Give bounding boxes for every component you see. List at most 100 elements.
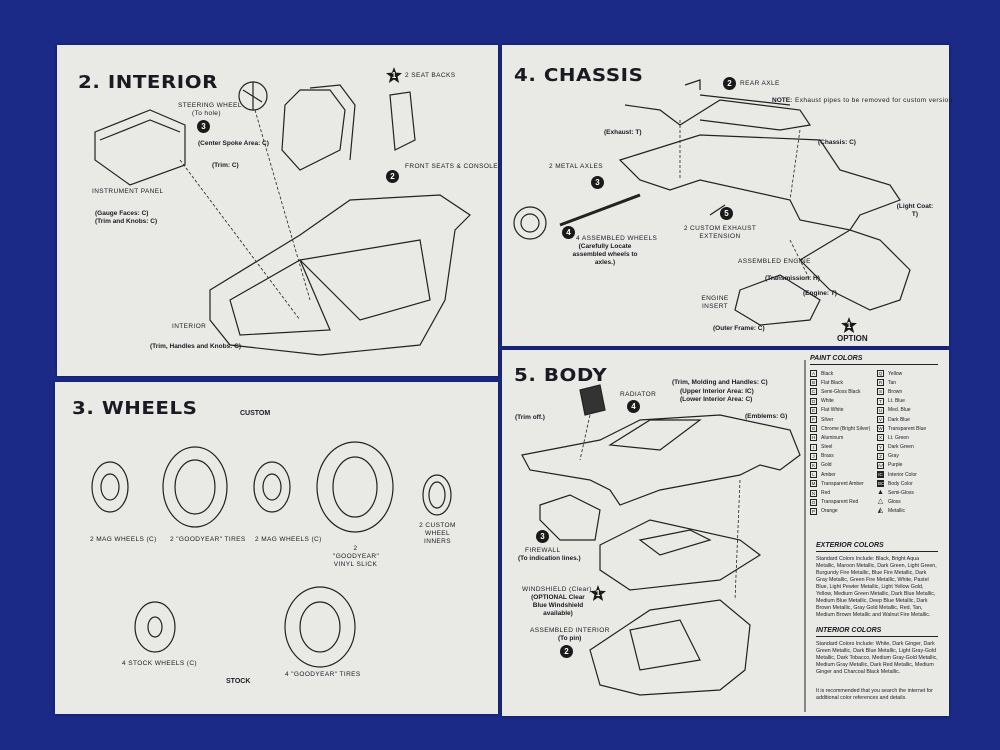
interior-diagram: [94, 81, 471, 356]
paint-code-swatch: △: [877, 497, 884, 505]
mag-wheels-2-label: 2 MAG WHEELS (C): [255, 536, 322, 543]
firewall-label: FIREWALL: [525, 547, 561, 554]
paint-color-item: V Dark Blue: [877, 415, 938, 424]
paint-color-name: Gloss: [888, 499, 901, 506]
paint-colors-title: PAINT COLORS: [810, 355, 938, 365]
sheet-chassis: [502, 45, 949, 346]
footnote: It is recommended that you search the in…: [816, 688, 933, 701]
step-4-badge: 4: [562, 226, 575, 239]
paint-color-name: Dark Green: [888, 444, 914, 451]
windshield-note: (OPTIONAL Clear Blue Windshield availabl…: [531, 594, 585, 617]
step-4-badge: 4: [627, 400, 640, 413]
trim-off-label: (Trim off.): [515, 414, 545, 421]
paint-code-swatch: W: [877, 425, 884, 433]
mag-wheels-1-label: 2 MAG WHEELS (C): [90, 536, 157, 543]
transmission-label: (Transmission: H): [765, 275, 820, 282]
paint-color-item: A Black: [810, 369, 871, 378]
body-title: 5. BODY: [514, 365, 608, 386]
interior-title: 2. INTERIOR: [78, 72, 218, 93]
firewall-note: (To indication lines.): [518, 555, 581, 562]
seat-backs-label: 2 SEAT BACKS: [405, 72, 456, 79]
option-label: OPTION: [837, 334, 868, 343]
step-3-badge: 3: [197, 120, 210, 133]
paint-color-name: Semi-Gloss Black: [821, 388, 861, 395]
step-2-badge: 2: [723, 77, 736, 90]
paint-code-swatch: G: [810, 425, 817, 433]
paint-code-swatch: P: [810, 507, 817, 515]
vinyl-slick-label: 2 "GOODYEAR" VINYL SLICK: [333, 545, 380, 568]
paint-color-item: ◭ Metallic: [877, 507, 938, 516]
chassis-label: (Chassis: C): [818, 139, 856, 146]
steering-note: (To hole): [192, 110, 221, 117]
paint-color-name: Lt. Blue: [888, 398, 905, 405]
exterior-colors: EXTERIOR COLORS Standard Colors Include:…: [816, 542, 938, 619]
lower-interior-label: (Lower Interior Area: C): [680, 396, 753, 403]
interior-note: (Trim, Handles and Knobs: C): [150, 343, 242, 350]
engine-label: (Engine: T): [803, 290, 837, 297]
paint-code-swatch: L: [810, 471, 817, 479]
wheel-inners-label: 2 CUSTOM WHEEL INNERS: [419, 522, 456, 545]
paint-color-name: Flat White: [821, 407, 844, 414]
sheet-interior: [57, 45, 498, 376]
paint-code-swatch: ◭: [877, 506, 884, 514]
wheels-diagram: [91, 441, 452, 668]
emblems-label: (Emblems: G): [745, 413, 788, 420]
paint-color-name: Metallic: [888, 508, 905, 515]
gauge-faces-label: (Gauge Faces: C): [95, 210, 149, 217]
steering-wheel-label: STEERING WHEEL: [178, 102, 242, 109]
paint-color-name: Yellow: [888, 370, 903, 377]
interior-label: INTERIOR: [172, 323, 207, 330]
metal-axles-label: 2 METAL AXLES: [549, 163, 603, 170]
body-diagram: [521, 360, 806, 712]
paint-color-name: Aluminum: [821, 434, 844, 441]
paint-color-name: Red: [821, 490, 831, 497]
light-coat-label: (Light Coat: T): [896, 203, 934, 218]
trim-molding-label: (Trim, Molding and Handles: C): [672, 379, 768, 386]
stock-wheels-label: 4 STOCK WHEELS (C): [122, 660, 197, 667]
center-spoke-label: (Center Spoke Area: C): [198, 140, 269, 147]
rear-axle-label: REAR AXLE: [740, 80, 780, 87]
note-text: Exhaust pipes to be removed for custom v…: [795, 97, 955, 104]
paint-color-name: Med. Blue: [888, 407, 911, 414]
paint-code-swatch: X: [877, 434, 884, 442]
paint-color-name: Dark Blue: [888, 416, 910, 423]
paint-color-name: Interior Color: [888, 471, 917, 478]
paint-code-swatch: N: [810, 489, 817, 497]
paint-code-swatch: V: [877, 416, 884, 424]
exterior-colors-text: Standard Colors Include: Black, Bright A…: [816, 556, 937, 618]
paint-color-name: Purple: [888, 462, 903, 469]
outer-frame-label: (Outer Frame: C): [713, 325, 765, 332]
interior-colors-title: INTERIOR COLORS: [816, 627, 938, 637]
engine-insert-label: ENGINE INSERT: [701, 295, 729, 310]
paint-color-name: Tan: [888, 379, 897, 386]
paint-color-name: White: [821, 398, 834, 405]
paint-code-swatch: F: [810, 416, 817, 424]
paint-code-swatch: O: [810, 498, 817, 506]
paint-code-swatch: Z: [877, 452, 884, 460]
paint-code-swatch: A: [810, 370, 817, 378]
trim-knobs-label: (Trim and Knobs: C): [95, 218, 158, 225]
paint-code-swatch: B: [810, 379, 817, 387]
paint-color-name: Semi-Gloss: [888, 490, 914, 497]
paint-color-name: Black: [821, 370, 834, 377]
paint-color-item: ▲Semi-Gloss: [877, 488, 938, 497]
windshield-label: WINDSHIELD (Clear): [522, 586, 592, 593]
